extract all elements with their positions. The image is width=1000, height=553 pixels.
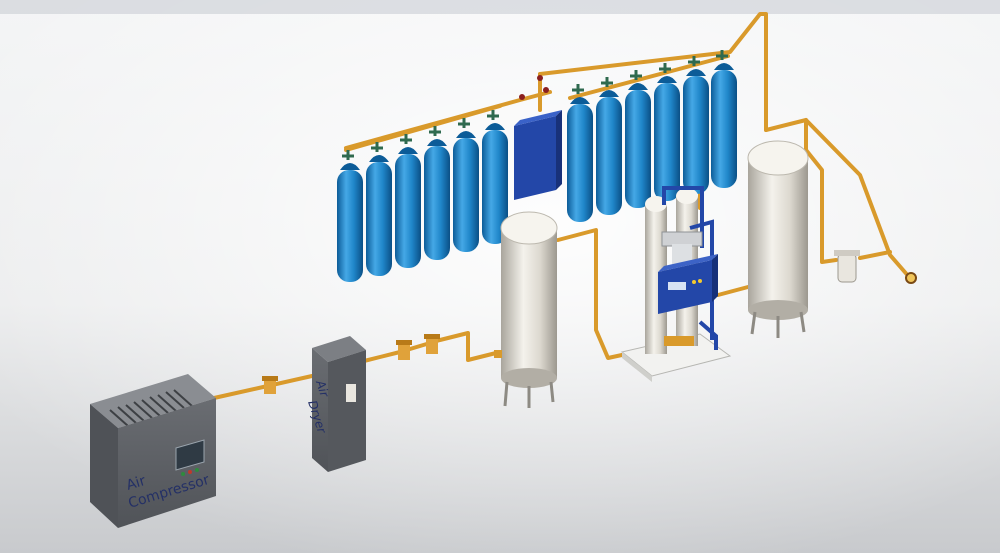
cylinder [596, 77, 622, 215]
right-cylinder-bank [567, 50, 737, 222]
manifold-valves [519, 75, 549, 100]
cylinder [366, 142, 392, 276]
outlet-valve [905, 272, 917, 284]
cylinder [654, 63, 680, 201]
nitrogen-generator [620, 186, 732, 382]
air-compressor-label-line1: Air [124, 473, 147, 494]
air-compressor: Air Compressor [90, 374, 216, 528]
cylinder [482, 110, 508, 244]
cylinder [711, 50, 737, 188]
top-shade [0, 0, 1000, 14]
air-receiver-tank [494, 211, 558, 408]
compressor-outlet-filter [262, 376, 278, 394]
nitrogen-buffer-tank [747, 140, 809, 338]
cylinder [337, 150, 363, 282]
air-dryer-label-line1: Air [313, 378, 332, 400]
left-cylinder-bank [337, 110, 508, 282]
air-dryer: Air Dryer [305, 336, 366, 472]
pipe-network [212, 12, 912, 400]
cylinder [424, 126, 450, 260]
cylinder [683, 56, 709, 194]
compressor-vent-grille [109, 389, 193, 427]
cylinder [395, 134, 421, 268]
cylinder [567, 84, 593, 222]
cylinder [625, 70, 651, 208]
inline-filters [396, 334, 440, 360]
manifold-control-box [514, 110, 562, 200]
cylinder [453, 118, 479, 252]
outlet-filter [834, 250, 860, 283]
